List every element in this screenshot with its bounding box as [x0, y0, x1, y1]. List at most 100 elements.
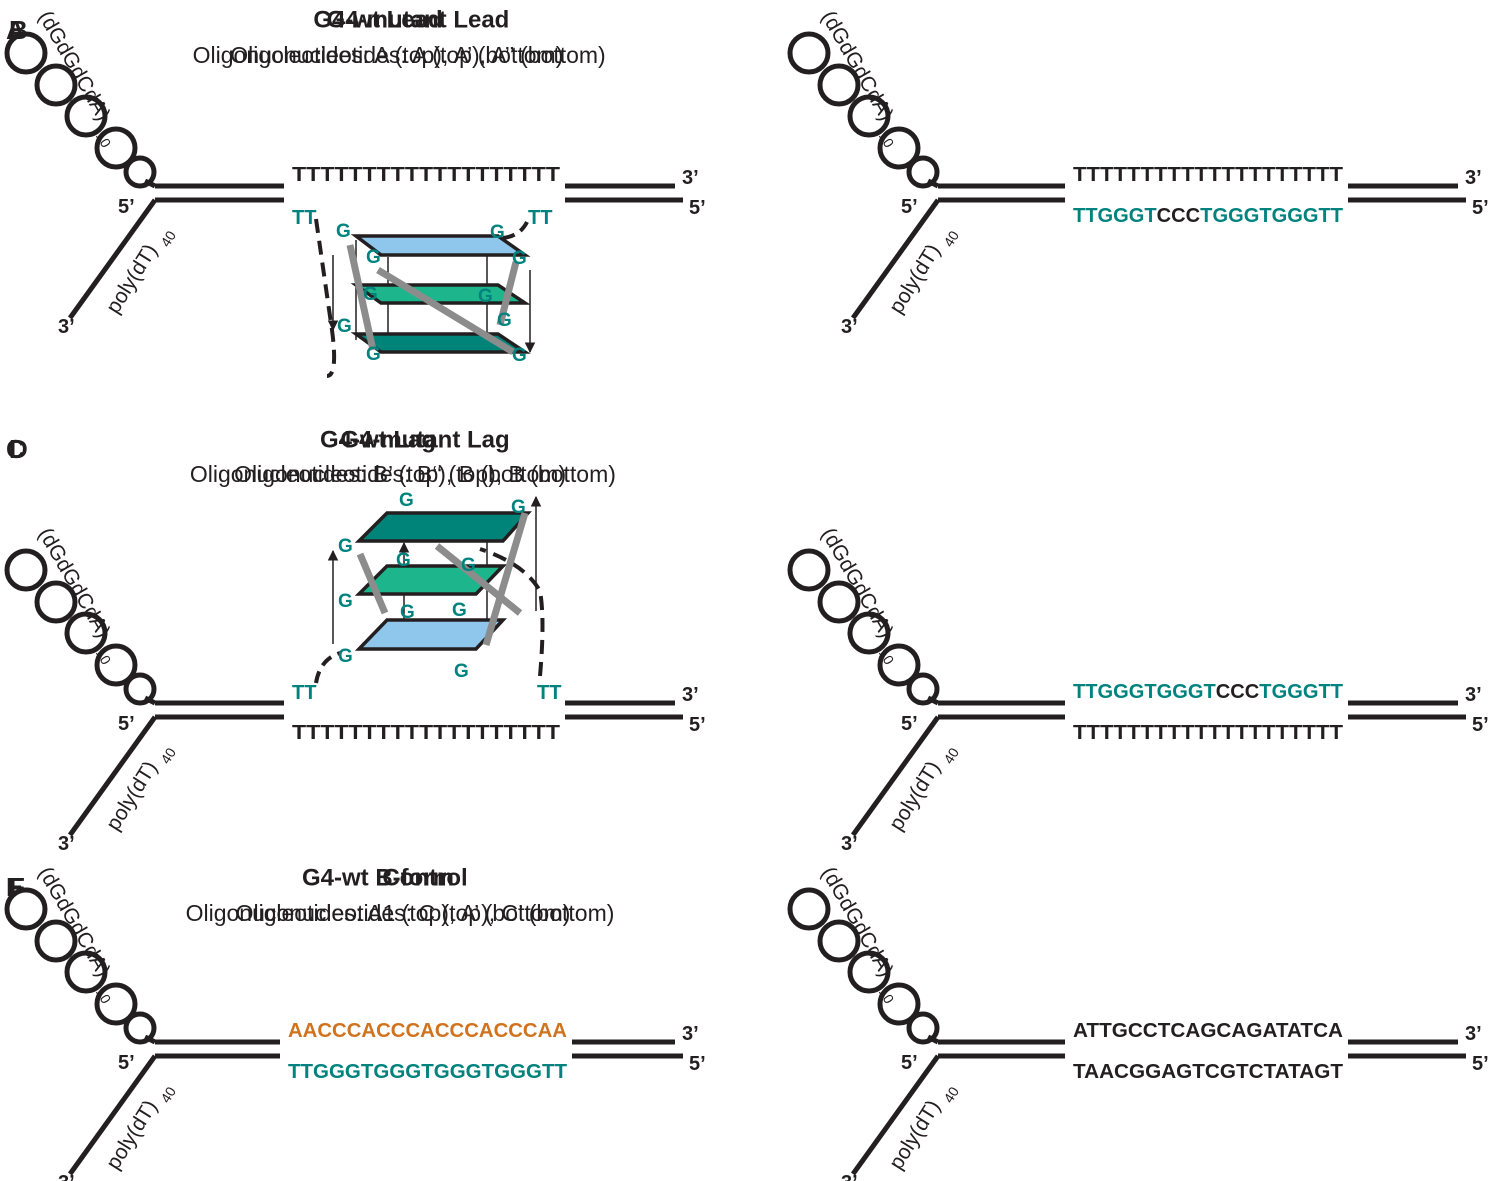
- hairpin-bubble: [64, 611, 108, 655]
- panel-subtitle: Oligonucleotides: C (top), C’ (bottom): [236, 900, 615, 926]
- tail-label: poly(dT)40: [102, 745, 179, 835]
- hairpin-stem: [143, 178, 157, 189]
- guanine-label: G: [461, 555, 476, 576]
- tail-subscript: 40: [940, 1084, 962, 1106]
- guanine-label: G: [338, 536, 353, 557]
- top-sequence-seg-0: TTTTTTTTTTTTTTTTTTT: [292, 164, 560, 186]
- hairpin-bubble: [817, 580, 861, 624]
- hairpin-bubble: [34, 63, 78, 107]
- tt-left: TT: [292, 682, 316, 704]
- loop-subscript: 10: [876, 985, 898, 1007]
- hairpin-stem: [926, 1034, 940, 1045]
- tail-3prime-label: 3’: [841, 833, 858, 855]
- guanine-label: G: [366, 344, 381, 365]
- duplex-5prime-label: 5’: [1472, 714, 1489, 736]
- loop-subscript: 10: [93, 646, 115, 668]
- bottom-sequence: TTGGGTGGGTGGGTGGGTT: [288, 1061, 567, 1083]
- guanine-label: G: [454, 661, 469, 682]
- bottom-sequence-seg-0: TAACGGAGTCGTCTATAGT: [1073, 1061, 1343, 1083]
- hairpin-bubble: [847, 950, 891, 994]
- guanine-label: G: [400, 602, 415, 623]
- duplex-5prime-label: 5’: [689, 1053, 706, 1075]
- hairpin-stem: [926, 695, 940, 706]
- hairpin-bubble: [94, 643, 138, 687]
- hairpin-loop: [4, 548, 157, 706]
- hairpin-bubble: [123, 155, 157, 189]
- top-sequence: TTTTTTTTTTTTTTTTTTT: [292, 164, 560, 186]
- fork-5prime-label: 5’: [118, 1052, 135, 1074]
- bottom-sequence: TTTTTTTTTTTTTTTTTTT: [292, 722, 560, 744]
- hairpin-bubble: [64, 94, 108, 138]
- panel-title: G4-wt B-form: [302, 865, 454, 892]
- g-tetrad-bottom: [354, 618, 508, 651]
- hairpin-bubble: [877, 126, 921, 170]
- loop-connector: [346, 244, 377, 351]
- top-sequence-seg-0: AACCCACCCACCCACCCAA: [288, 1020, 567, 1042]
- fork-5prime-label: 5’: [901, 196, 918, 218]
- hairpin-bubble: [123, 1011, 157, 1045]
- hairpin-bubble: [847, 94, 891, 138]
- g-tetrad-middle: [350, 283, 531, 305]
- top-sequence: ATTGCCTCAGCAGATATCA: [1073, 1020, 1343, 1042]
- loop-connector: [496, 261, 520, 326]
- panel-title: G4-wt Lead: [313, 7, 442, 34]
- bottom-sequence-seg-1: CCC: [1157, 205, 1201, 227]
- bottom-sequence-seg-0: TTTTTTTTTTTTTTTTTTTT: [1073, 722, 1343, 744]
- poly-dt-tail: [67, 715, 158, 837]
- guanine-label: G: [396, 550, 411, 571]
- poly-dt-tail: [67, 1054, 158, 1176]
- tail-text: poly(dT): [102, 757, 162, 835]
- hairpin-stem: [143, 1034, 157, 1045]
- hairpin-loop: [787, 548, 940, 706]
- poly-dt-tail: [850, 715, 941, 837]
- hairpin-bubble: [94, 126, 138, 170]
- tail-label: poly(dT)40: [885, 745, 962, 835]
- duplex-5prime-label: 5’: [689, 197, 706, 219]
- duplex-3prime-label: 3’: [682, 684, 699, 706]
- loop-connector: [356, 552, 389, 615]
- dashed-linker-right: [479, 547, 545, 677]
- guanine-label: G: [452, 600, 467, 621]
- guanine-label: G: [497, 310, 512, 331]
- dashed-linker-left: [314, 218, 337, 378]
- tail-text: poly(dT): [885, 1096, 945, 1174]
- loop-connector: [434, 543, 523, 616]
- panel-title: G4-wt Lag: [320, 427, 436, 454]
- tail-3prime-label: 3’: [841, 316, 858, 338]
- duplex-3prime-label: 3’: [1465, 1023, 1482, 1045]
- guanine-label: G: [512, 345, 527, 366]
- panel-title: G4-mutant Lead: [327, 7, 510, 34]
- g-tetrad-top: [354, 511, 532, 543]
- tail-3prime-label: 3’: [841, 1172, 858, 1181]
- hairpin-bubble: [817, 919, 861, 963]
- tail-label: poly(dT)40: [102, 228, 179, 318]
- duplex-3prime-label: 3’: [1465, 167, 1482, 189]
- top-sequence: AACCCACCCACCCACCCAA: [288, 1020, 567, 1042]
- fork-5prime-label: 5’: [118, 713, 135, 735]
- hairpin-stem: [926, 178, 940, 189]
- guanine-label: G: [478, 286, 493, 307]
- hairpin-bubble: [34, 580, 78, 624]
- g-tetrad-top: [350, 234, 531, 257]
- hairpin-bubble: [787, 887, 831, 931]
- duplex-3prime-label: 3’: [1465, 684, 1482, 706]
- top-sequence-seg-0: TTGGGTGGGT: [1073, 681, 1216, 703]
- loop-connector: [376, 267, 515, 355]
- fork-5prime-label: 5’: [901, 713, 918, 735]
- poly-dt-tail: [850, 1054, 941, 1176]
- top-sequence: TTGGGTGGGTCCCTGGGTT: [1073, 681, 1343, 703]
- bottom-sequence-seg-0: TTTTTTTTTTTTTTTTTTT: [292, 722, 560, 744]
- hairpin-bubble: [906, 155, 940, 189]
- top-sequence-seg-1: CCC: [1216, 681, 1260, 703]
- hairpin-bubble: [877, 982, 921, 1026]
- bottom-sequence-seg-0: TTGGGTGGGTGGGTGGGTT: [288, 1061, 567, 1083]
- hairpin-bubble: [4, 887, 48, 931]
- tail-label: poly(dT)40: [885, 228, 962, 318]
- bottom-sequence: TTGGGTCCCTGGGTGGGTT: [1073, 205, 1343, 227]
- hairpin-bubble: [787, 548, 831, 592]
- bottom-sequence-seg-0: TTGGGT: [1073, 205, 1157, 227]
- guanine-label: G: [363, 284, 378, 305]
- loop-subscript: 10: [93, 985, 115, 1007]
- tail-subscript: 40: [940, 745, 962, 767]
- guanine-label: G: [336, 221, 351, 242]
